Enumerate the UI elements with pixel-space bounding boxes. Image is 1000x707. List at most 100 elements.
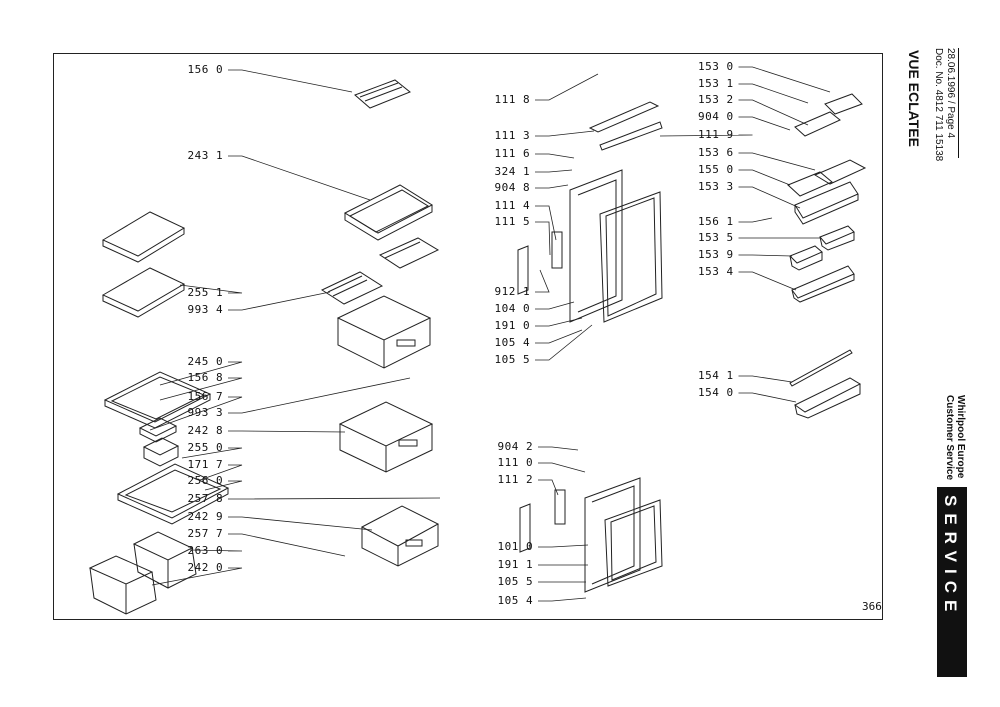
small-box-156-7-drawing <box>138 417 178 443</box>
part-label: 156 8 <box>187 371 224 384</box>
diagram-frame <box>53 53 883 620</box>
leader-line <box>228 430 346 433</box>
lower-hinge-drawing <box>519 489 566 553</box>
leader-line <box>738 152 816 171</box>
leader-line <box>151 567 243 586</box>
small-box-255-0-drawing <box>142 437 180 467</box>
leader-line <box>738 116 791 131</box>
leader-line <box>535 329 583 344</box>
leader-line <box>228 155 371 201</box>
service-label: SERVICE <box>941 495 960 619</box>
part-label: 111 5 <box>494 215 531 228</box>
part-label: 156 7 <box>187 390 224 403</box>
part-label: 111 4 <box>494 199 531 212</box>
leader-line <box>535 184 569 189</box>
part-label: 324 1 <box>494 165 531 178</box>
leader-line <box>199 464 243 481</box>
part-label: 101 0 <box>497 540 534 553</box>
doc-date: 28.06.1996 / Page 4 <box>945 48 956 139</box>
leader-line <box>738 375 793 383</box>
leader-line <box>228 497 441 500</box>
tray-255-drawing <box>320 271 384 305</box>
part-label: 242 8 <box>187 424 224 437</box>
leader-line <box>179 284 243 294</box>
leader-line <box>538 446 579 451</box>
part-label: 111 8 <box>494 93 531 106</box>
upper-door-drawing <box>569 169 623 323</box>
part-label: 245 0 <box>187 355 224 368</box>
leader-line <box>538 462 586 473</box>
leader-line <box>535 317 583 327</box>
leader-lines <box>149 66 831 602</box>
lower-door-drawing <box>584 477 641 593</box>
part-label: 153 4 <box>698 265 734 278</box>
part-label: 153 1 <box>698 77 734 90</box>
part-label: 191 1 <box>497 558 534 571</box>
egg-tray-drawing <box>354 79 411 109</box>
leader-line <box>535 301 575 310</box>
view-title: VUE ECLATEE <box>906 50 922 147</box>
part-label: 154 0 <box>698 386 734 399</box>
part-label: 156 1 <box>698 215 734 228</box>
part-label: 105 5 <box>497 575 534 588</box>
leader-line <box>535 130 595 137</box>
leader-line <box>228 377 411 414</box>
bottle-balcony-drawing <box>794 377 862 419</box>
component-drawings <box>88 79 867 615</box>
leader-line <box>738 99 809 126</box>
part-label: 104 0 <box>494 302 531 315</box>
part-label: 155 0 <box>698 163 734 176</box>
brand-name: Whirlpool Europe <box>955 395 966 479</box>
part-label: 904 8 <box>494 181 531 194</box>
part-label: 191 0 <box>494 319 531 332</box>
part-label: 156 0 <box>187 63 224 76</box>
part-label: 111 2 <box>497 473 534 486</box>
leader-line <box>738 271 797 291</box>
bin-263-drawing <box>132 531 197 589</box>
part-label: 255 0 <box>187 441 224 454</box>
part-label: 904 2 <box>497 440 534 453</box>
leader-line <box>538 544 589 548</box>
leader-line <box>535 221 551 256</box>
part-label: 242 0 <box>187 561 224 574</box>
part-label: 111 9 <box>698 128 734 141</box>
leader-line <box>738 217 773 223</box>
leader-line <box>228 69 353 93</box>
leader-line <box>228 291 331 311</box>
leader-line <box>535 169 573 173</box>
hinge-drawing <box>517 231 563 295</box>
leader-line <box>228 533 346 557</box>
part-label: 111 3 <box>494 129 531 142</box>
tray-right-drawing <box>378 237 440 269</box>
part-label: 153 5 <box>698 231 734 244</box>
leader-line <box>189 549 243 552</box>
part-label: 912 1 <box>494 285 531 298</box>
part-label: 993 4 <box>187 303 224 316</box>
leader-line <box>535 205 557 241</box>
leader-line <box>535 153 575 159</box>
leader-line <box>738 83 809 104</box>
wire-shelf-2-drawing <box>101 267 186 318</box>
part-label: 153 3 <box>698 180 734 193</box>
drawer-242-9-drawing <box>360 505 440 567</box>
lower-gasket-drawing <box>604 499 663 587</box>
bin-242-0-drawing <box>88 555 157 615</box>
part-label: 256 0 <box>187 474 224 487</box>
wire-shelf-1-drawing <box>101 211 186 263</box>
part-label: 171 7 <box>187 458 224 471</box>
shelf-frame-245-drawing <box>103 371 212 429</box>
doc-number: Doc. No. 4812 711 15138 <box>933 48 944 162</box>
butter-dish-drawing <box>794 93 863 137</box>
part-label: 111 0 <box>497 456 534 469</box>
leader-line <box>538 597 587 602</box>
part-label: 257 7 <box>187 527 224 540</box>
door-gasket-drawing <box>599 191 663 323</box>
top-trim-drawing <box>588 101 663 151</box>
leader-line <box>738 392 797 403</box>
leader-line <box>535 269 550 293</box>
part-label: 153 6 <box>698 146 734 159</box>
part-label: 154 1 <box>698 369 734 382</box>
part-label: 111 6 <box>494 147 531 160</box>
part-label: 993 3 <box>187 406 224 419</box>
